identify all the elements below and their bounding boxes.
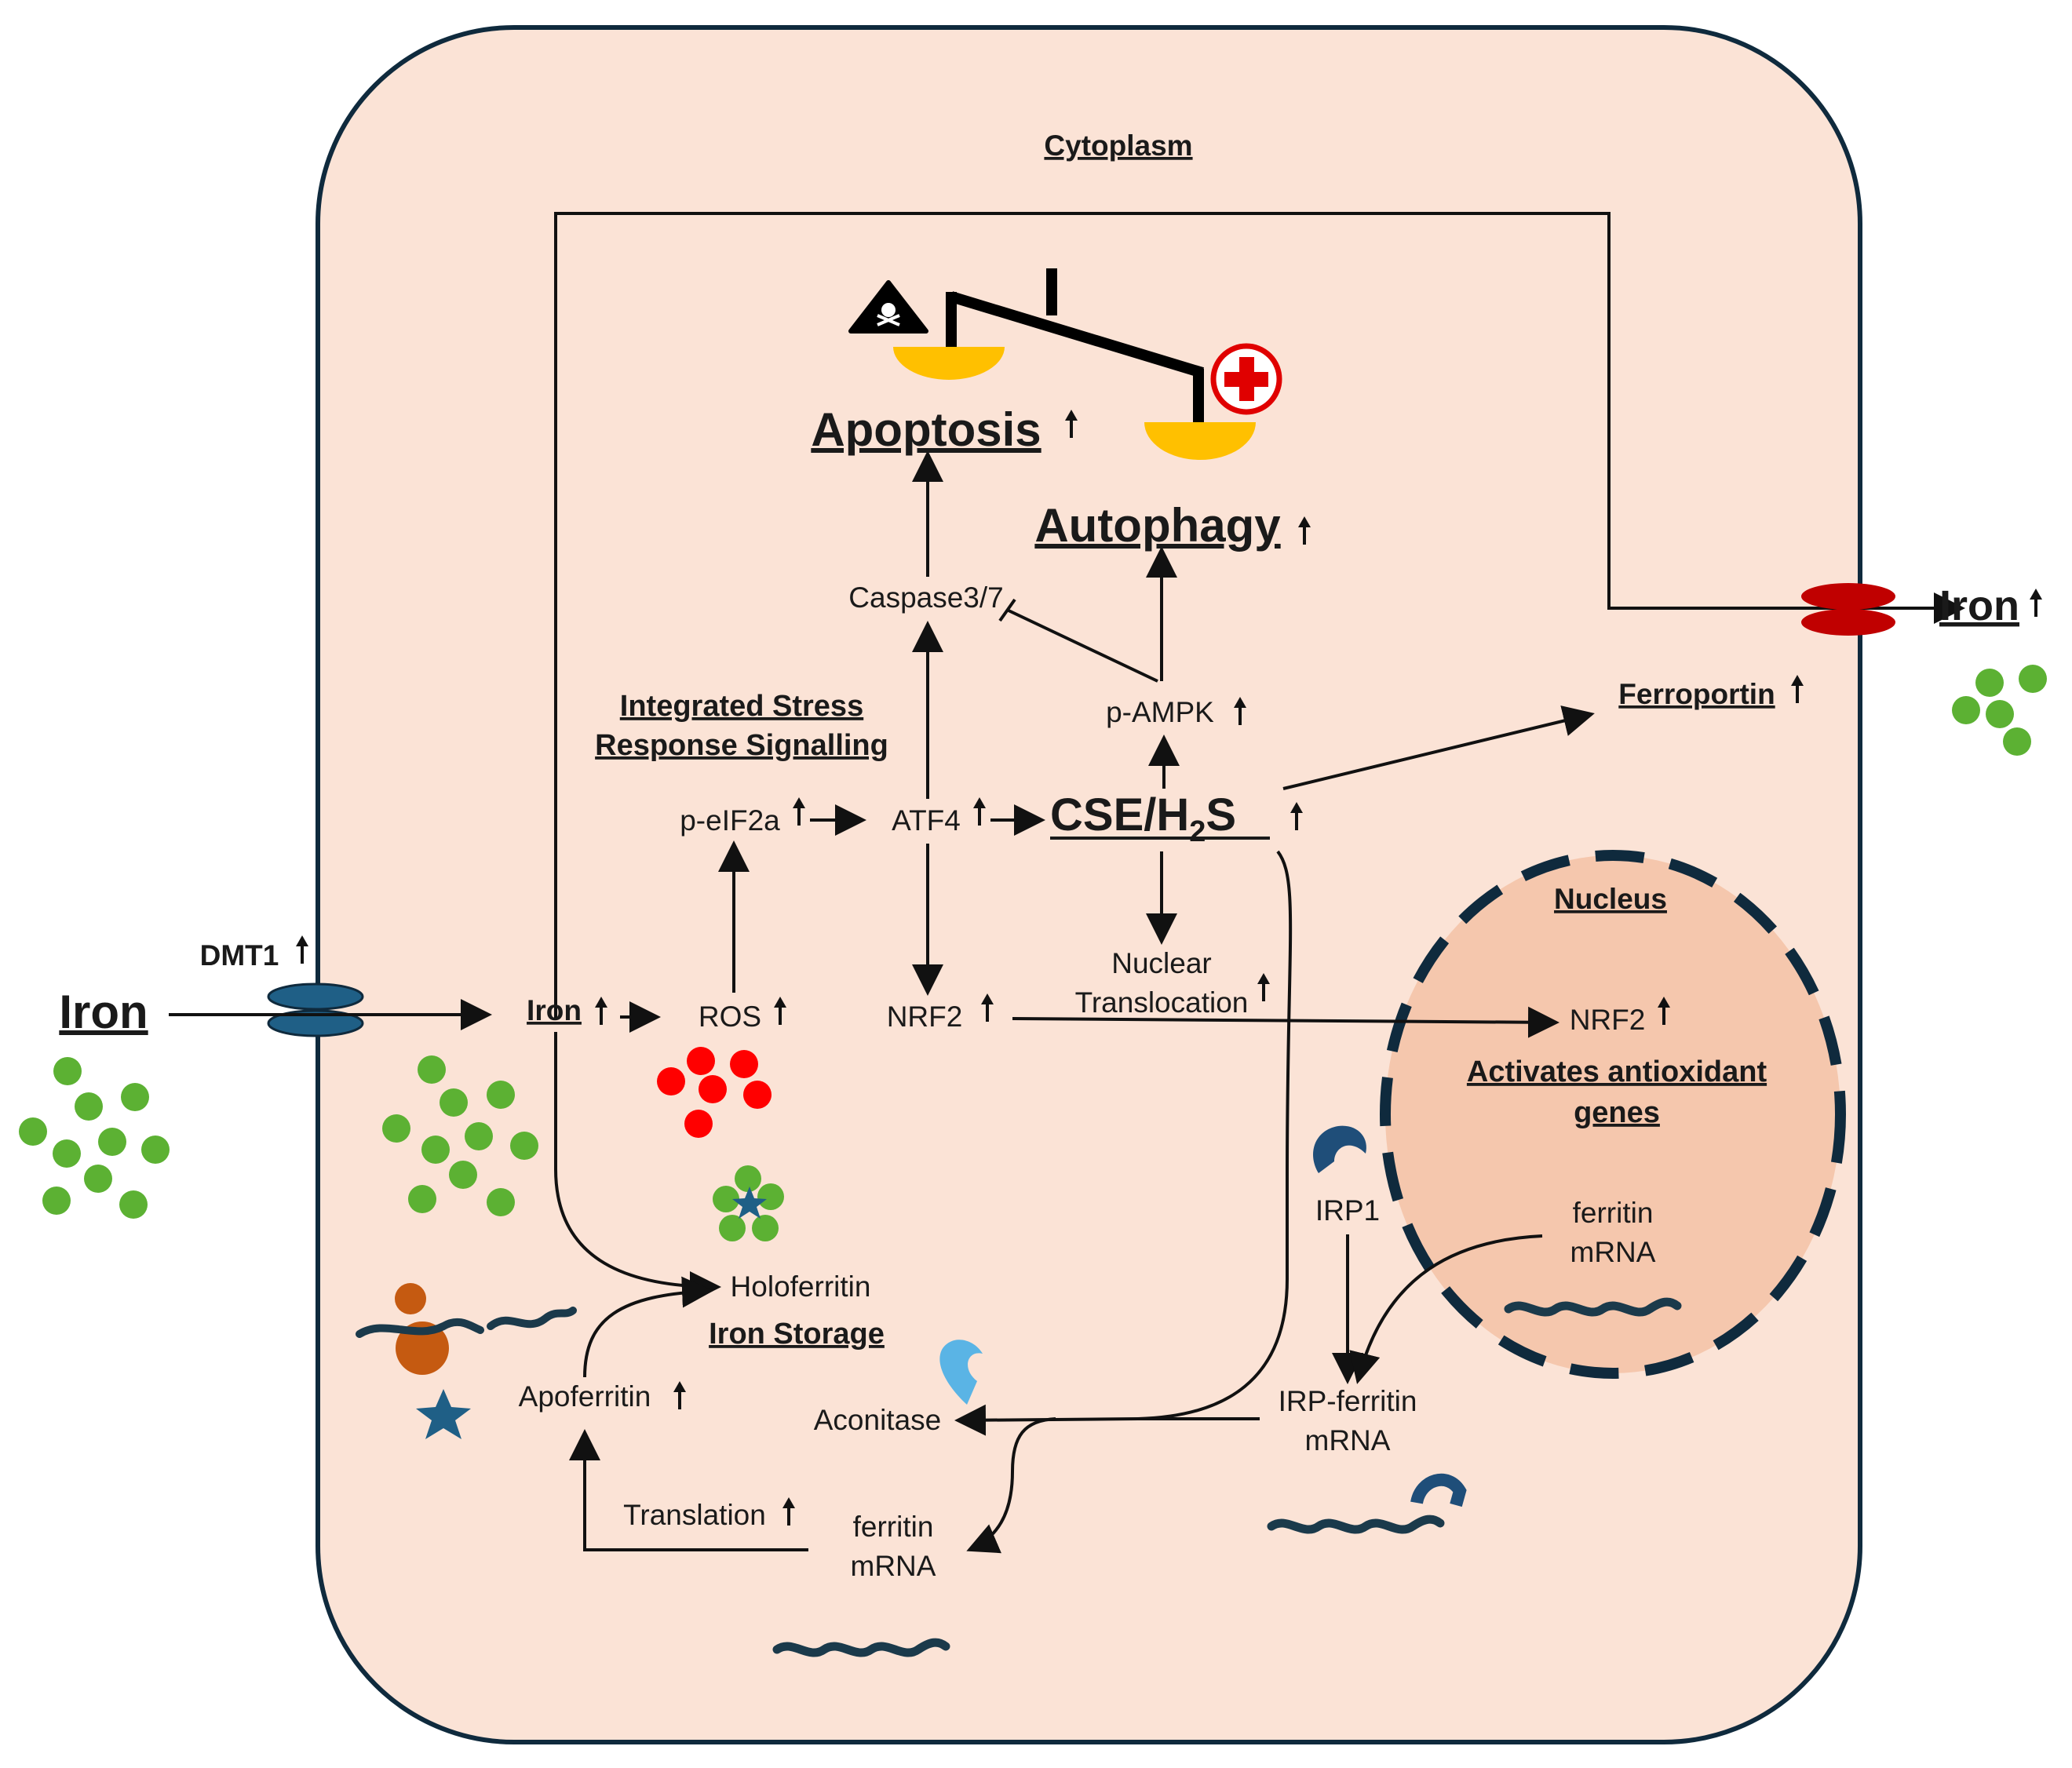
ros-particles (657, 1047, 772, 1138)
iron-extracellular-label: Iron (59, 986, 148, 1038)
cytoplasmic-ferritin-line1: ferritin (853, 1511, 934, 1543)
nucleus-nrf2-label: NRF2 (1570, 1004, 1646, 1036)
ros-label: ROS (699, 1001, 761, 1033)
cytoplasmic-ferritin-line2: mRNA (851, 1550, 936, 1582)
irp1-label: IRP1 (1315, 1194, 1380, 1227)
pampk-inhibits-caspase-line (1008, 609, 1158, 683)
holoferritin-cluster-icon (713, 1165, 784, 1241)
isr-label-line2: Response Signalling (595, 729, 888, 762)
ferroportin-label: Ferroportin (1618, 678, 1775, 710)
nuclear-ferritin-line2: mRNA (1570, 1236, 1656, 1268)
intracellular-iron-particles (382, 1055, 538, 1216)
aconitase-icon (939, 1340, 983, 1405)
iron-export-up-icon (2028, 587, 2044, 618)
peif2a-label: p-eIF2a (680, 804, 780, 837)
atf4-label: ATF4 (892, 804, 961, 837)
medical-cross-icon (1210, 343, 1282, 415)
activates-label-line1: Activates antioxidant (1467, 1055, 1767, 1088)
iron-intracellular-label: Iron (527, 994, 582, 1026)
pampk-label: p-AMPK (1106, 696, 1214, 728)
nucleus-label: Nucleus (1554, 883, 1667, 915)
apoferritin-label: Apoferritin (519, 1380, 651, 1413)
cse-text: CSE/H (1050, 789, 1189, 840)
apoferritin-to-holoferritin-arrow (583, 1276, 713, 1378)
caspase-label: Caspase3/7 (848, 581, 1003, 614)
apoferritin-structure-icon (356, 1283, 577, 1439)
iron-export-loop-line (554, 212, 1965, 1020)
extracellular-iron-particles (19, 1057, 170, 1219)
isr-label-line1: Integrated Stress (620, 690, 863, 723)
ferroportin-channel-icon (1801, 583, 1895, 636)
cse-to-ferroportin-arrow (1282, 705, 1595, 790)
nuclear-translocation-line2: Translocation (1075, 986, 1249, 1019)
autophagy-label: Autophagy (1034, 499, 1281, 552)
nucleus-envelope (1380, 850, 1846, 1379)
irp-bound-icon (1410, 1473, 1467, 1507)
iron-export-label: Iron (1939, 582, 2019, 629)
cse-h2s-label: CSE/H2S (1050, 789, 1270, 848)
skull-warning-icon (848, 280, 928, 334)
nrf2-translocation-arrow (1012, 1006, 1559, 1038)
irp-ferritin-line2: mRNA (1305, 1424, 1391, 1456)
nrf2-label: NRF2 (887, 1001, 963, 1033)
irp-ferritin-line1: IRP-ferritin (1279, 1385, 1417, 1417)
cse-subscript: 2 (1189, 815, 1206, 848)
dmt1-transporter-icon (267, 982, 364, 1037)
apoptosis-label: Apoptosis (811, 403, 1041, 456)
apoptosis-autophagy-balance (893, 268, 1256, 460)
iron-storage-label: Iron Storage (709, 1318, 885, 1351)
exported-iron-particles (1952, 665, 2047, 756)
cse-to-aconitase-arrow (954, 850, 1293, 1436)
aconitase-label: Aconitase (814, 1404, 942, 1436)
svg-text:CSE/H2S: CSE/H2S (1050, 789, 1236, 848)
holoferritin-label: Holoferritin (731, 1270, 871, 1303)
irp1-icon (1313, 1125, 1366, 1173)
nuclear-mrna-export-arrow (1349, 1234, 1543, 1384)
to-ferritin-mrna-arrow (966, 1417, 1056, 1554)
dmt1-label: DMT1 (200, 939, 279, 971)
iron-to-holoferritin-arrow (554, 1032, 721, 1303)
dmt1-up-icon (294, 934, 310, 965)
inhibition-bar (998, 598, 1016, 622)
activates-label-line2: genes (1574, 1096, 1660, 1129)
nuclear-ferritin-line1: ferritin (1573, 1197, 1654, 1229)
nuclear-translocation-line1: Nuclear (1111, 947, 1212, 979)
cytoplasm-label: Cytoplasm (1044, 129, 1192, 162)
translation-arrow (569, 1429, 808, 1551)
cse-s: S (1206, 789, 1236, 840)
translation-label: Translation (623, 1499, 766, 1531)
